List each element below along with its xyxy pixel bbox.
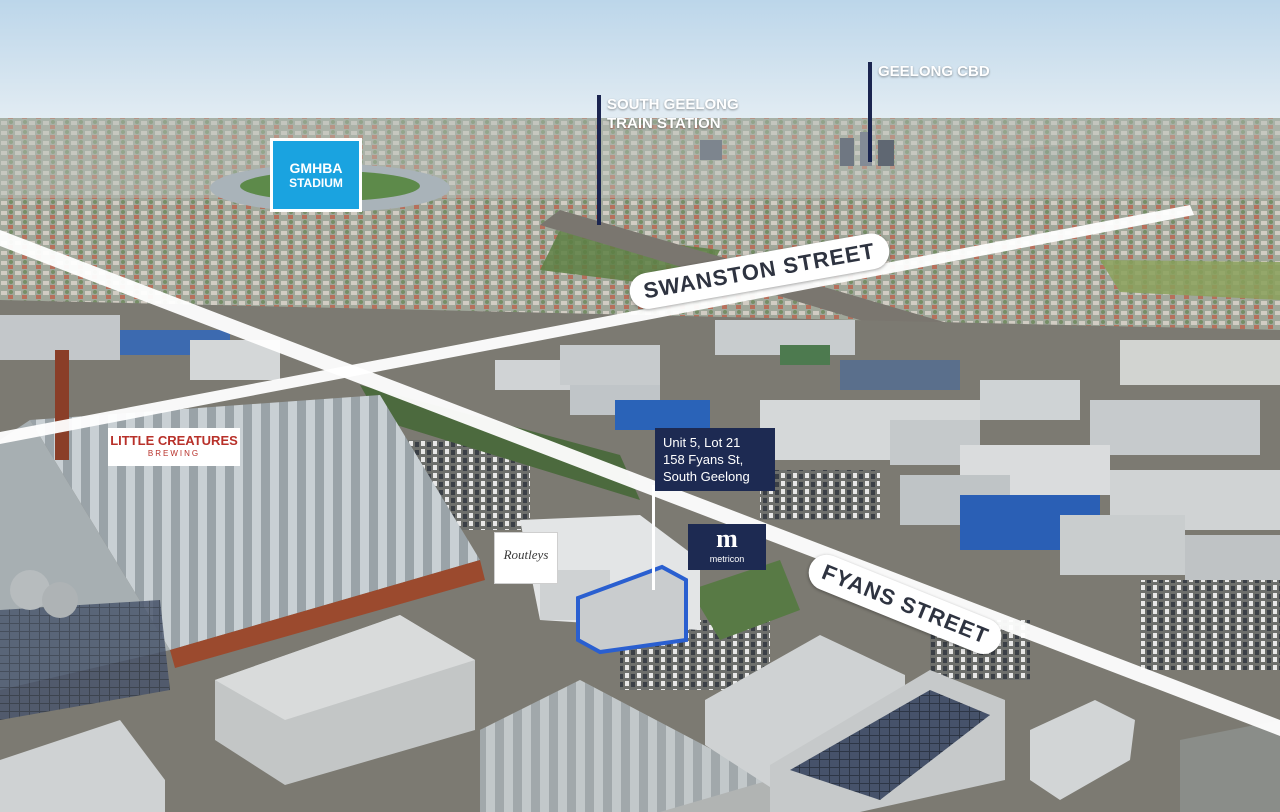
- geelong-cbd-text: GEELONG CBD: [878, 63, 990, 80]
- geelong-cbd-label: GEELONG CBD: [878, 62, 990, 81]
- train-station-label-line2: TRAIN STATION: [607, 115, 721, 132]
- metricon-logo: m metricon: [688, 524, 766, 570]
- little-creatures-main-text: LITTLE CREATURES: [110, 433, 238, 448]
- property-address-line2: 158 Fyans St,: [663, 452, 744, 467]
- train-station-pin-line: [597, 95, 601, 225]
- gmhba-stadium-logo: GMHBA STADIUM: [270, 138, 362, 212]
- property-pin-line: [652, 485, 655, 590]
- metricon-wordmark: metricon: [709, 554, 745, 564]
- routleys-logo: Routleys: [494, 532, 558, 584]
- train-station-label-line1: SOUTH GEELONG: [607, 96, 739, 113]
- property-address-callout: Unit 5, Lot 21 158 Fyans St, South Geelo…: [655, 428, 775, 491]
- property-address-line1: Unit 5, Lot 21: [663, 435, 741, 450]
- stadium-logo-line1: GMHBA: [289, 160, 343, 176]
- little-creatures-sub-text: BREWING: [147, 449, 201, 458]
- little-creatures-logo: LITTLE CREATURES BREWING: [108, 428, 240, 466]
- stadium-logo-line2: STADIUM: [289, 176, 343, 190]
- metricon-mark: m: [716, 524, 738, 553]
- routleys-text: Routleys: [503, 547, 549, 562]
- property-address-line3: South Geelong: [663, 469, 750, 484]
- cbd-pin-line: [868, 62, 872, 162]
- train-station-label: SOUTH GEELONG TRAIN STATION: [607, 95, 739, 133]
